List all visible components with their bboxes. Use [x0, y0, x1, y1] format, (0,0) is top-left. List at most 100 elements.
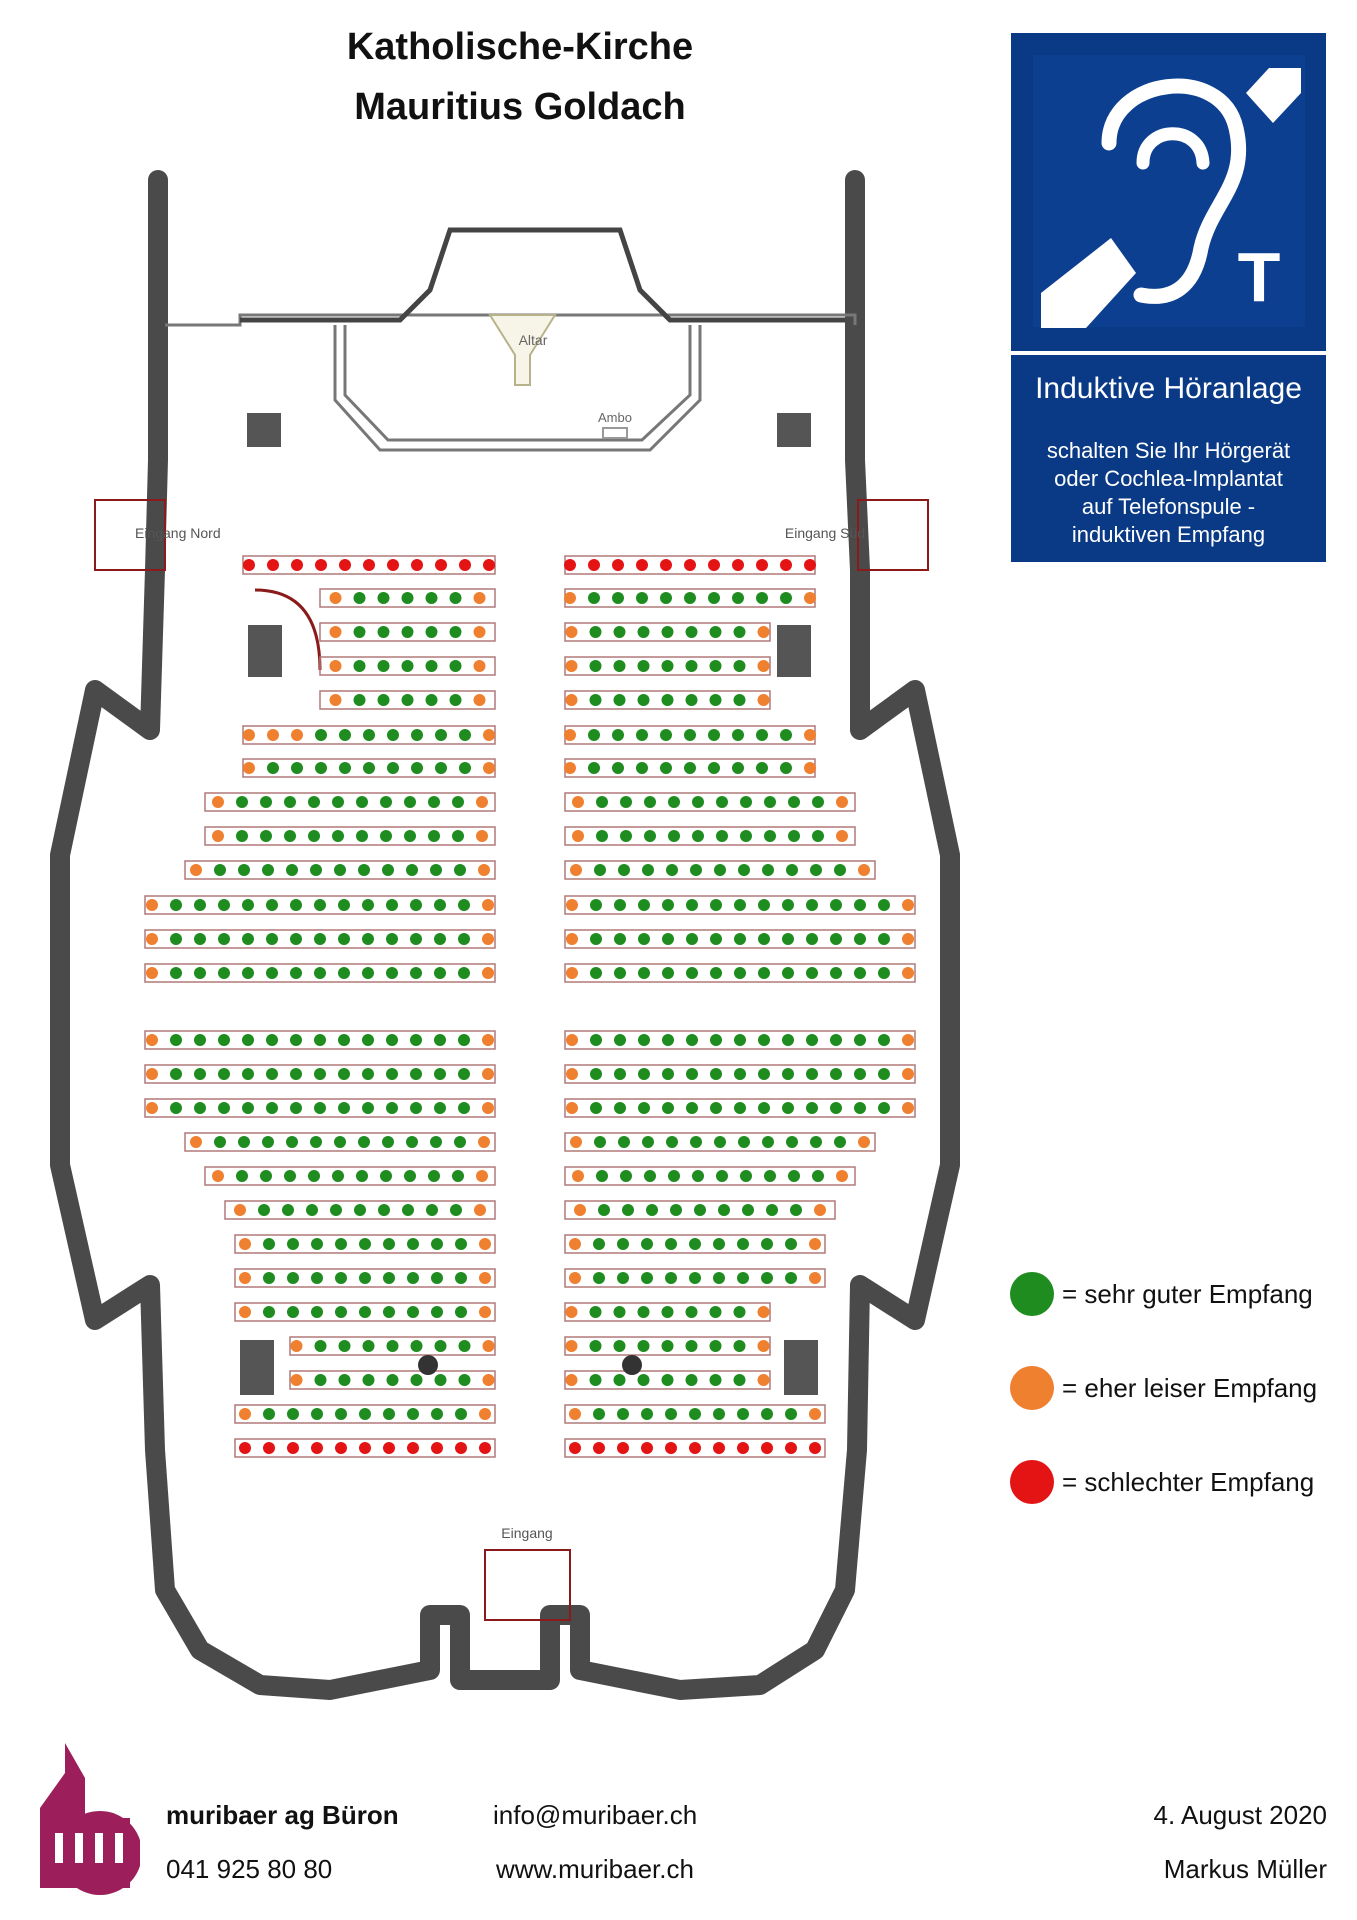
seat: [431, 1306, 443, 1318]
seat: [761, 1238, 773, 1250]
seat: [878, 1068, 890, 1080]
seat: [407, 1272, 419, 1284]
seat: [425, 660, 438, 672]
seat: [383, 1408, 395, 1420]
seat: [335, 1272, 347, 1284]
seat: [644, 1170, 656, 1182]
pew: [319, 656, 496, 676]
seat: [287, 1238, 299, 1250]
seat: [314, 1034, 326, 1046]
pew: [564, 1234, 826, 1254]
seat: [809, 1408, 821, 1420]
church-floor-plan: Altar Ambo Eingang Nord Eingang Süd Eing…: [50, 170, 960, 1700]
seat: [708, 762, 720, 774]
seat: [809, 1238, 821, 1250]
seat: [482, 1102, 494, 1114]
seat: [709, 1340, 722, 1352]
seat: [806, 967, 818, 979]
seat: [638, 1102, 650, 1114]
seat: [740, 1170, 752, 1182]
seat: [290, 899, 302, 911]
seat: [359, 1238, 371, 1250]
seat: [858, 1136, 870, 1148]
seat: [660, 559, 672, 571]
seat: [716, 830, 728, 842]
seat: [757, 660, 770, 672]
seat: [242, 967, 254, 979]
spiral-stair: [254, 588, 322, 671]
seat: [708, 729, 720, 741]
pew: [564, 1064, 916, 1084]
seat: [483, 762, 495, 774]
pew: [564, 792, 856, 812]
seat: [430, 864, 442, 876]
seat: [620, 830, 632, 842]
seat: [761, 1442, 773, 1454]
seat: [593, 1272, 605, 1284]
seat: [764, 1170, 776, 1182]
hearing-loop-sign: T Induktive Höranlage schalten Sie Ihr H…: [1011, 33, 1326, 562]
seat: [267, 559, 279, 571]
company-website[interactable]: www.muribaer.ch: [496, 1854, 694, 1884]
seat: [782, 1034, 794, 1046]
seat: [764, 796, 776, 808]
seat: [589, 1340, 602, 1352]
pillar: [240, 1340, 274, 1395]
seat: [458, 1102, 470, 1114]
seat: [786, 864, 798, 876]
seat: [311, 1272, 323, 1284]
seat: [407, 1238, 419, 1250]
seat: [329, 592, 342, 604]
seat: [353, 660, 366, 672]
seat: [332, 796, 344, 808]
seat: [806, 1068, 818, 1080]
seat: [589, 1374, 602, 1386]
seat: [574, 1204, 586, 1216]
seat: [454, 1136, 466, 1148]
seat: [713, 1272, 725, 1284]
seat: [710, 967, 722, 979]
seat: [332, 830, 344, 842]
seat: [382, 864, 394, 876]
company-name: muribaer ag Büron: [166, 1800, 399, 1830]
seat: [686, 1034, 698, 1046]
seat: [284, 796, 296, 808]
seat: [596, 796, 608, 808]
seat: [566, 1034, 578, 1046]
seat: [790, 1204, 802, 1216]
seat: [386, 933, 398, 945]
seat: [190, 1136, 202, 1148]
seat: [353, 626, 366, 638]
seat: [570, 864, 582, 876]
seat: [565, 1340, 578, 1352]
seat: [665, 1272, 677, 1284]
seat: [590, 933, 602, 945]
seat: [410, 933, 422, 945]
seat: [476, 1170, 488, 1182]
seat: [362, 967, 374, 979]
seat: [830, 899, 842, 911]
seat: [637, 626, 650, 638]
seat: [362, 1068, 374, 1080]
seat: [458, 1034, 470, 1046]
seat: [479, 1408, 491, 1420]
chancel: [165, 227, 857, 452]
seat: [589, 694, 602, 706]
seat: [431, 1238, 443, 1250]
seat: [478, 864, 490, 876]
seat: [266, 1068, 278, 1080]
seat: [830, 1102, 842, 1114]
seat: [662, 1034, 674, 1046]
seat: [758, 1068, 770, 1080]
seat: [239, 1238, 251, 1250]
seat: [387, 729, 399, 741]
seat: [810, 1136, 822, 1148]
seat: [242, 1068, 254, 1080]
company-email[interactable]: info@muribaer.ch: [493, 1800, 698, 1830]
seat: [902, 933, 914, 945]
seat: [386, 1068, 398, 1080]
seat: [338, 1340, 351, 1352]
seat: [404, 796, 416, 808]
seat: [638, 933, 650, 945]
seat: [383, 1306, 395, 1318]
